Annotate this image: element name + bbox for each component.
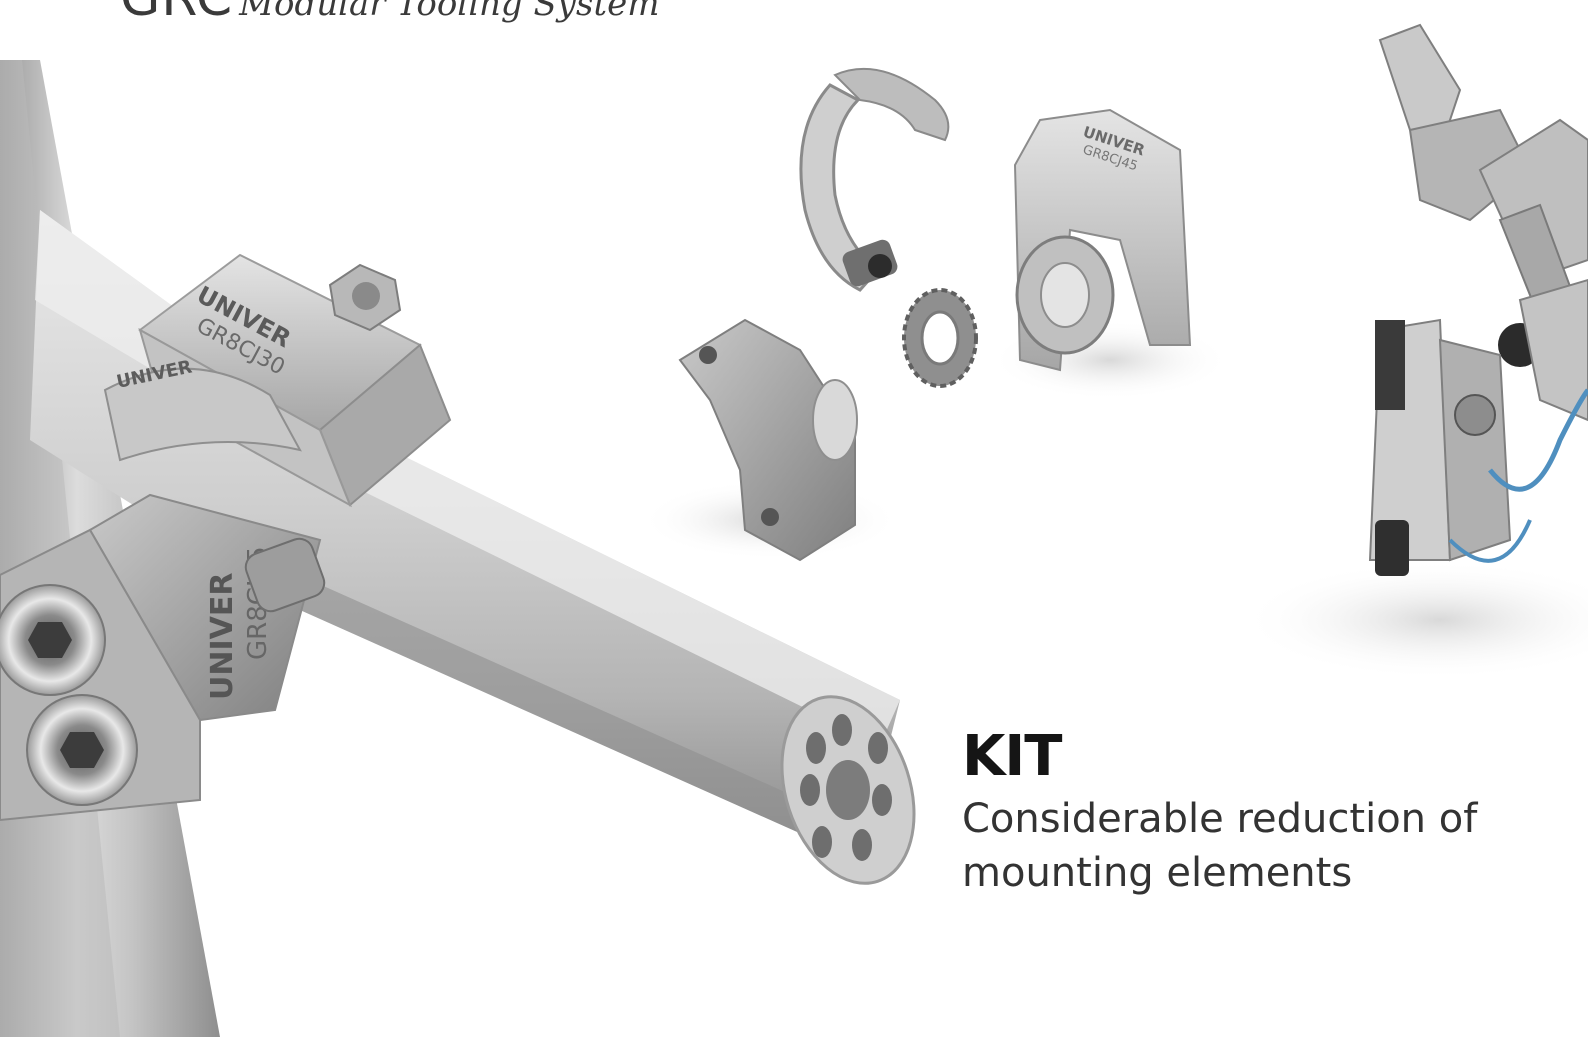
kit-description-line2: mounting elements xyxy=(962,849,1353,896)
gear-ring xyxy=(902,288,978,388)
header-brand: GRC xyxy=(120,0,233,28)
kit-title: KIT xyxy=(962,724,1062,789)
page-header: GRCModular Tooling System xyxy=(120,0,659,24)
socket-bolt-upper xyxy=(0,584,106,696)
c-ring-clamp xyxy=(799,67,950,292)
clamp-half-lower xyxy=(678,318,858,562)
kit-callout: KIT Considerable reduction of mounting e… xyxy=(962,726,1562,900)
clamp-label-side: UNIVER xyxy=(205,573,240,700)
nut-top xyxy=(328,263,402,332)
kit-description-line1: Considerable reduction of xyxy=(962,795,1478,842)
socket-bolt-lower xyxy=(26,694,138,806)
tube-end-profile xyxy=(780,695,916,885)
header-subtitle: Modular Tooling System xyxy=(239,0,660,24)
gripper-assembly xyxy=(1368,23,1588,576)
kit-description: Considerable reduction of mounting eleme… xyxy=(962,792,1562,900)
hinge-pin xyxy=(244,537,326,613)
clamp-half-upright: UNIVER GR8CJ45 xyxy=(1013,108,1192,372)
